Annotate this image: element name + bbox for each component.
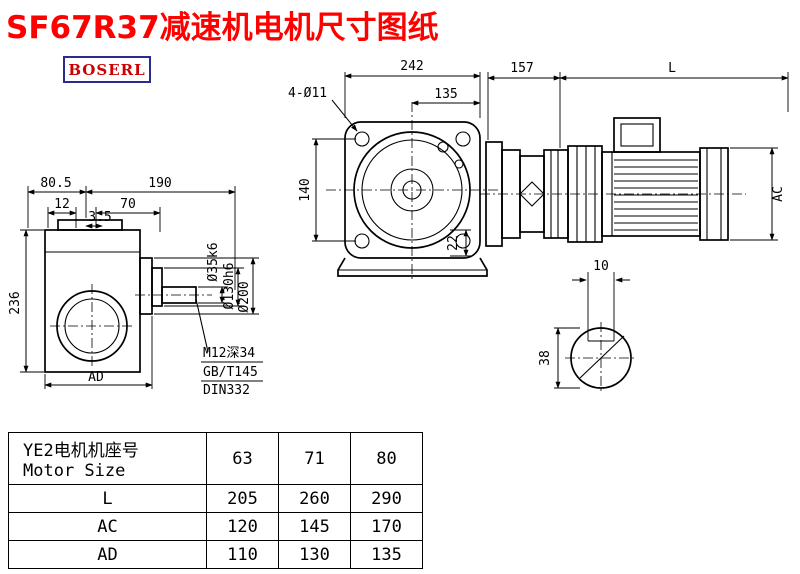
dim-80-5-label: 80.5 xyxy=(40,176,71,191)
table-header-en: Motor Size xyxy=(23,461,126,481)
dim-L-label: L xyxy=(668,61,676,76)
row-label-AC: AC xyxy=(8,512,207,541)
gearbox-top-step xyxy=(57,219,123,231)
table-row-AC: AC 120 145 170 xyxy=(8,512,423,541)
dim-157-label: 157 xyxy=(510,61,533,76)
table-header-cn: YE2电机机座号 xyxy=(23,441,139,461)
tap-note-label: M12深34 xyxy=(203,346,255,361)
table-header-cell: YE2电机机座号 Motor Size xyxy=(8,432,207,485)
dim-242-label: 242 xyxy=(400,59,423,74)
housing-base xyxy=(337,257,488,277)
bolt-hole xyxy=(354,131,370,147)
value-AC-63: 120 xyxy=(206,512,279,541)
motor-cooling-fins xyxy=(614,159,698,231)
bolt-hole xyxy=(455,233,471,249)
dim-3-5-label: 3.5 xyxy=(88,210,111,225)
flange-step-1 xyxy=(139,257,153,315)
value-AC-71: 145 xyxy=(278,512,351,541)
dim-10-label: 10 xyxy=(593,259,609,274)
bolt-hole xyxy=(354,233,370,249)
value-L-71: 260 xyxy=(278,484,351,513)
dim-12-label: 12 xyxy=(54,197,70,212)
dia-shaft-label: Ø35k6 xyxy=(206,242,221,281)
flange-step-2 xyxy=(151,267,163,307)
section-hatch-line xyxy=(579,335,625,379)
dim-236-label: 236 xyxy=(8,291,23,314)
value-L-80: 290 xyxy=(350,484,423,513)
value-AD-80: 135 xyxy=(350,540,423,569)
shaft-section-drawing: 10 38 xyxy=(538,259,637,394)
std-note1-label: GB/T145 xyxy=(203,365,258,380)
motor-size-63: 63 xyxy=(206,432,279,485)
table-header-row: YE2电机机座号 Motor Size 63 71 80 xyxy=(8,432,423,485)
brand-logo: BOSERL xyxy=(63,56,151,83)
row-label-AD: AD xyxy=(8,540,207,569)
dim-140-label: 140 xyxy=(298,178,313,201)
dim-135-label: 135 xyxy=(434,87,457,102)
dim-ad-label: AD xyxy=(88,370,104,385)
dim-AC-label: AC xyxy=(771,186,786,202)
value-L-63: 205 xyxy=(206,484,279,513)
dim-70-label: 70 xyxy=(120,197,136,212)
table-row-AD: AD 110 130 135 xyxy=(8,540,423,569)
gearbox-body-outline xyxy=(44,229,141,373)
row-label-L: L xyxy=(8,484,207,513)
value-AD-63: 110 xyxy=(206,540,279,569)
motor-size-80: 80 xyxy=(350,432,423,485)
terminal-box xyxy=(613,117,661,153)
dim-38-label: 38 xyxy=(538,350,553,366)
note-leader-line xyxy=(195,298,209,353)
motor-size-table: YE2电机机座号 Motor Size 63 71 80 L 205 260 2… xyxy=(8,432,423,569)
std-note2-label: DIN332 xyxy=(203,383,250,398)
motor-size-71: 71 xyxy=(278,432,351,485)
page-title: SF67R37减速机电机尺寸图纸 xyxy=(6,10,439,46)
dim-22-label: 22 xyxy=(446,235,461,251)
side-view-drawing: 80.5 190 12 70 3.5 236 AD Ø35k6 Ø130h6 xyxy=(8,176,263,398)
front-view-drawing: 242 135 4-Ø11 140 22 xyxy=(288,59,498,280)
table-row-L: L 205 260 290 xyxy=(8,484,423,513)
bolt-holes-label: 4-Ø11 xyxy=(288,86,327,101)
motor-view-drawing: 157 L AC xyxy=(480,61,789,247)
brand-text: BOSERL xyxy=(68,60,146,79)
bolt-hole xyxy=(455,131,471,147)
value-AC-80: 170 xyxy=(350,512,423,541)
coupling-diamond-detail xyxy=(519,181,545,207)
dim-190-label: 190 xyxy=(148,176,171,191)
dia-spigot-label: Ø130h6 xyxy=(222,263,237,310)
value-AD-71: 130 xyxy=(278,540,351,569)
dia-flange-label: Ø200 xyxy=(237,281,252,312)
